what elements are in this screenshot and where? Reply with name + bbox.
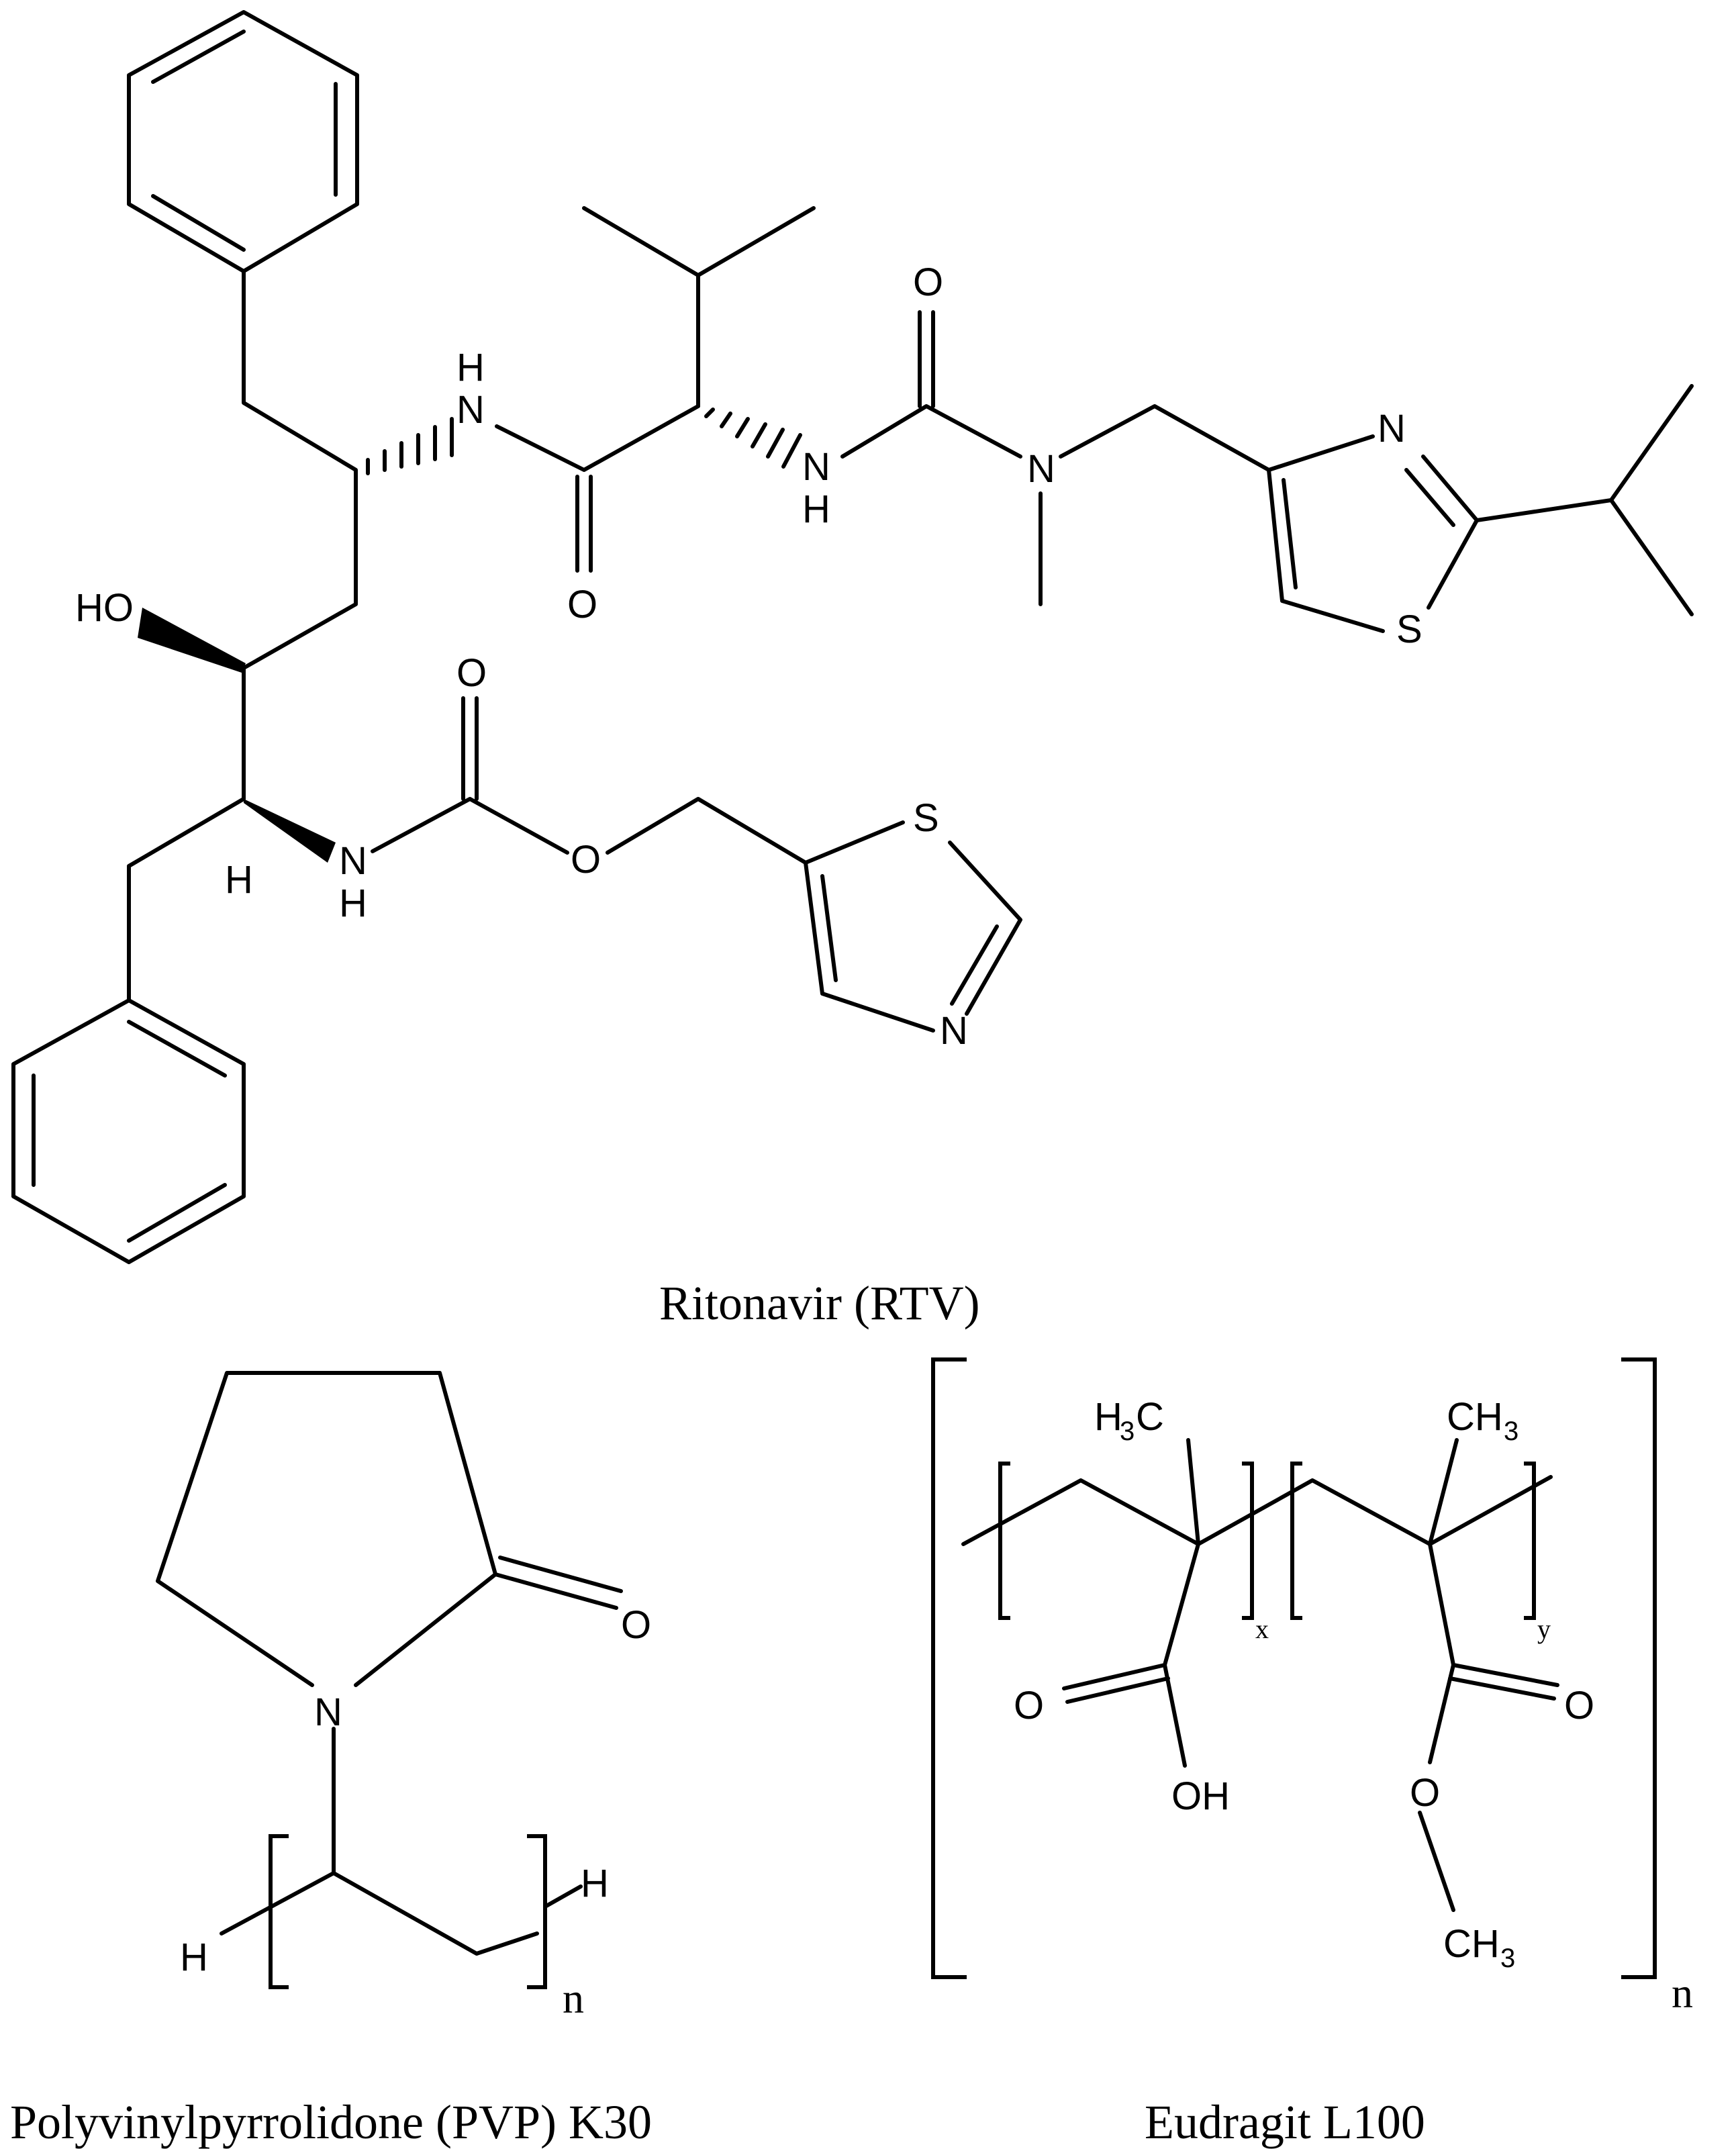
eudragit-ch3-bottom: CH <box>1443 1922 1500 1966</box>
pvp-repeat-n: n <box>563 1974 584 2022</box>
isopropyl-thiazole-bonds <box>1475 384 1694 616</box>
solid-wedge-ho-fill <box>138 608 246 673</box>
pvp-left-bracket <box>269 1834 289 1989</box>
pvp-end-bond-right <box>543 1884 583 1909</box>
eudragit-ch3-bottom-sub: 3 <box>1500 1944 1515 1973</box>
top-phenyl-inner-bonds <box>151 30 338 252</box>
ritonavir-thiazole2-s: S <box>913 796 939 840</box>
eudragit-ch3-top-sub: 3 <box>1504 1417 1518 1446</box>
eudragit-caption: Eudragit L100 <box>1145 2095 1425 2149</box>
ritonavir-nh-upper-h: H <box>456 346 485 389</box>
eudragit-ester-o-double: O <box>1564 1684 1594 1727</box>
eudragit-structure: H 3 C CH 3 x y O OH O O CH 3 n Eudragit … <box>931 1357 1693 2149</box>
eudragit-h3c-c: C <box>1136 1395 1164 1439</box>
pvp-caption: Polyvinylpyrrolidone (PVP) K30 <box>10 2095 652 2149</box>
solid-wedge-carbamate-nh <box>244 799 336 863</box>
pyrrolidone-ring <box>156 1371 497 1687</box>
ritonavir-nh2-n: N <box>802 445 830 489</box>
pvp-carbonyl-o: O <box>621 1603 651 1647</box>
pvp-end-h-right: H <box>581 1862 609 1905</box>
eudragit-x-left-bracket <box>998 1462 1010 1620</box>
pvp-right-bracket <box>527 1834 547 1989</box>
eudragit-acid-oh: OH <box>1171 1774 1230 1818</box>
ritonavir-caption: Ritonavir (RTV) <box>659 1276 980 1330</box>
pvp-ring-n: N <box>314 1690 342 1734</box>
top-phenyl-ring <box>127 10 359 273</box>
ritonavir-n-methyl: N <box>1027 447 1055 491</box>
ritonavir-nh2-h: H <box>802 487 830 531</box>
ritonavir-h-stereo: H <box>225 858 253 902</box>
amide-bonds <box>495 404 700 573</box>
ritonavir-carbamate-n: N <box>339 839 367 883</box>
ritonavir-carbonyl-o: O <box>567 583 597 626</box>
eudragit-h3c-h: H <box>1094 1395 1122 1439</box>
isopropyl-valine-bonds <box>582 206 816 408</box>
eudragit-h3c-sub: 3 <box>1120 1417 1135 1446</box>
ritonavir-carbamate-nh: H <box>339 881 367 925</box>
eudragit-outer-left-bracket <box>931 1357 967 1979</box>
ritonavir-urea-o: O <box>913 260 943 304</box>
eudragit-ester-bonds <box>1418 1542 1559 1912</box>
eudragit-y-left-bracket <box>1290 1462 1302 1620</box>
thiazole-lower-double-bonds <box>820 874 999 1006</box>
eudragit-y-right-bracket <box>1524 1462 1536 1620</box>
bottom-phenyl-inner-bonds <box>32 1020 227 1243</box>
ritonavir-thiazole-s: S <box>1396 608 1422 651</box>
eudragit-y-index: y <box>1537 1614 1551 1644</box>
bottom-phenyl-ring <box>11 998 246 1264</box>
pvp-carbonyl-double <box>493 1556 623 1610</box>
eudragit-ester-o: O <box>1410 1771 1440 1815</box>
ritonavir-carbamate-o-double: O <box>456 651 487 695</box>
pvp-end-h-left: H <box>180 1936 208 1979</box>
ritonavir-thiazole-n: N <box>1378 407 1406 450</box>
thiazole-ring-lower <box>804 820 1022 1033</box>
eudragit-acid-bonds <box>1062 1542 1200 1768</box>
hashed-wedge-nh-lower <box>704 408 802 469</box>
thiazole-right-double-bonds <box>1282 468 1455 589</box>
ritonavir-ester-o: O <box>571 838 601 881</box>
eudragit-acid-o: O <box>1014 1684 1044 1727</box>
ritonavir-ho: HO <box>75 586 134 630</box>
eudragit-methyl-bonds <box>1186 1438 1459 1546</box>
pvp-backbone <box>220 1727 539 1956</box>
ritonavir-structure: H N O N H O N N S HO H N H O O S N Riton… <box>11 10 1694 1330</box>
carbamate-bonds <box>371 696 808 865</box>
eudragit-x-right-bracket <box>1242 1462 1254 1620</box>
eudragit-x-index: x <box>1255 1614 1269 1644</box>
pvp-structure: O N H H n Polyvinylpyrrolidone (PVP) K30 <box>10 1371 652 2149</box>
ritonavir-thiazole2-n: N <box>940 1009 968 1053</box>
eudragit-repeat-n: n <box>1672 1969 1693 2017</box>
thiazole-ring-right <box>1267 434 1479 633</box>
hashed-wedge-nh-upper <box>366 417 454 475</box>
eudragit-backbone <box>961 1475 1553 1546</box>
ritonavir-nh-upper-n: N <box>456 388 485 432</box>
urea-bonds <box>840 310 1271 606</box>
ritonavir-backbone-bonds <box>127 269 358 1002</box>
eudragit-outer-right-bracket <box>1621 1357 1657 1979</box>
eudragit-ch3-top: CH <box>1447 1395 1503 1439</box>
